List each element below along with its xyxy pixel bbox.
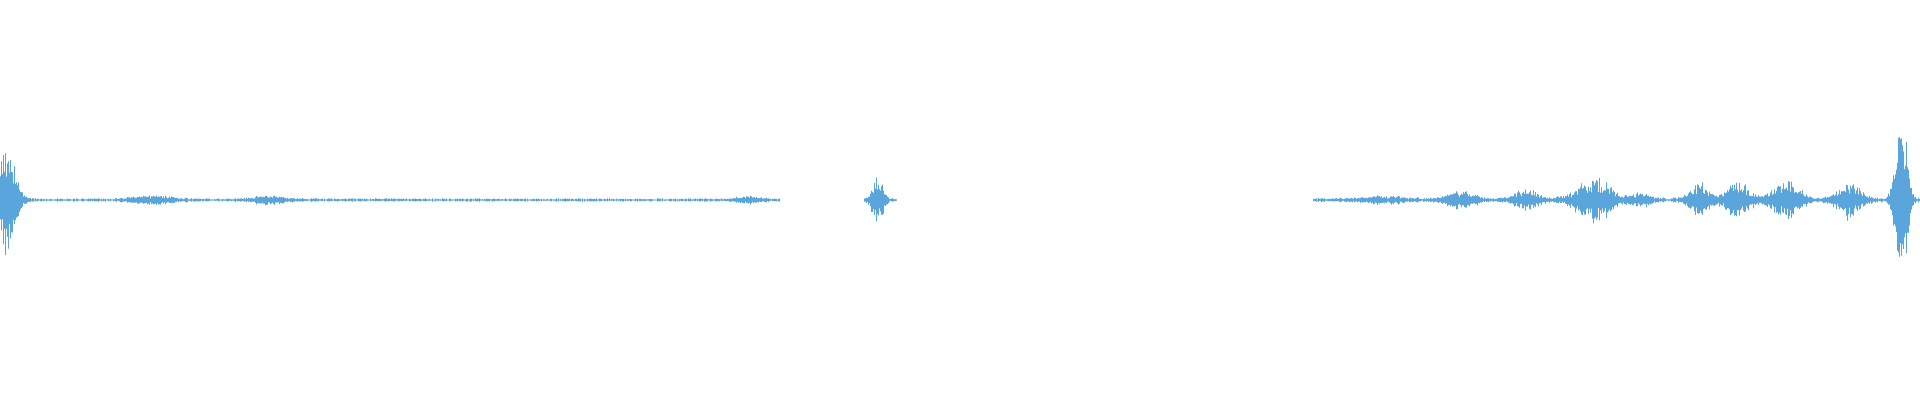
segment-blip[interactable]	[864, 177, 897, 222]
waveform-samples	[1313, 137, 1920, 257]
waveform-samples	[0, 153, 780, 256]
segment-intro[interactable]	[0, 153, 780, 256]
segment-outro[interactable]	[1313, 137, 1920, 257]
waveform-samples	[864, 177, 897, 222]
